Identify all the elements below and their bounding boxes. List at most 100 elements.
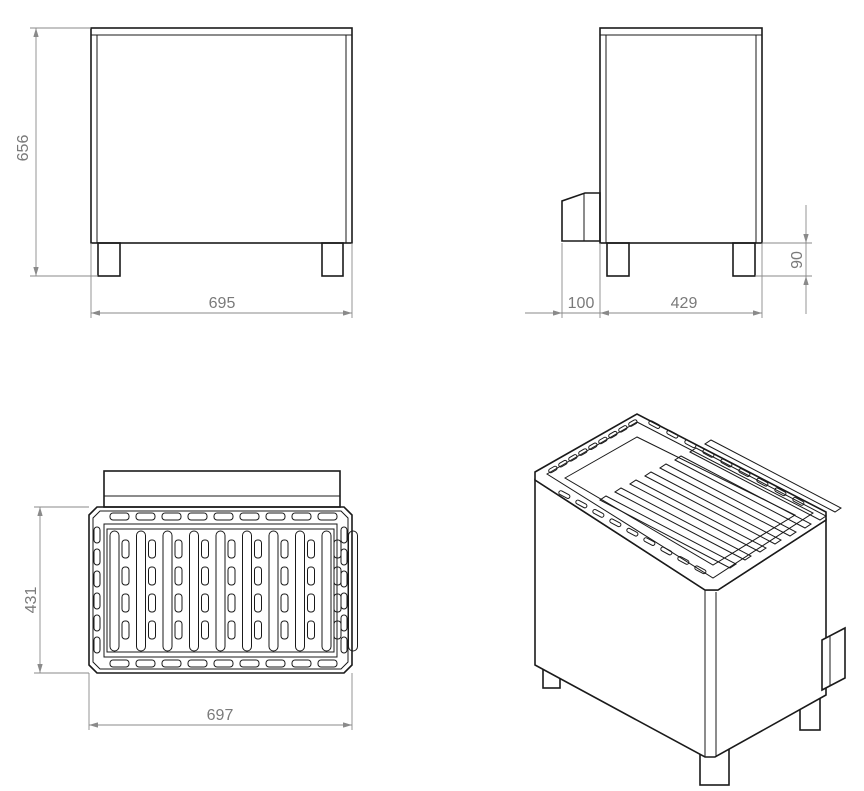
heating-element [215,530,226,652]
grill-slot [201,620,209,640]
grill-slot [333,593,342,613]
vent-slot [93,614,101,632]
grill-slot [307,539,315,559]
heating-element [629,479,767,553]
grill-slot [201,566,209,586]
vent-slot [265,659,286,668]
control-box [561,192,601,242]
vent-slot [340,526,348,544]
grill-slot [174,620,183,640]
vent-slot [558,490,571,499]
heating-element [109,530,120,652]
vent-slot [702,449,715,458]
vent-slot [666,429,679,439]
leg [732,242,756,277]
vent-slot [694,565,707,575]
vent-slot [109,512,130,521]
vent-slot [660,546,673,556]
grill-slot [280,593,289,613]
vent-slot [161,659,182,668]
vent-slot [578,448,588,456]
grill-slot [174,566,183,586]
grill-slot [280,539,289,559]
vent-slot [738,468,751,477]
heating-element [659,463,797,537]
vent-slot [575,499,588,509]
vent-slot [93,592,101,610]
side-view: 100 429 90 [525,27,812,318]
vent-slot [340,548,348,566]
grill-slot [227,593,236,613]
leg [606,242,630,277]
vent-slot [774,487,787,497]
vent-slot [239,659,260,668]
grill-slot [254,566,262,586]
grill-slot [148,539,156,559]
heating-element [162,530,173,652]
vent-slot [187,659,208,668]
heating-element [295,530,305,652]
vent-slot [340,592,348,610]
vent-slot [720,458,733,468]
grill-slot [333,539,342,559]
vent-slot [648,420,661,429]
top-view: 431 697 [23,470,358,730]
vent-slot [340,636,348,654]
dimension-depth-label: 429 [671,295,698,312]
heating-element [242,530,252,652]
heating-element [268,530,279,652]
grill-slot [307,593,315,613]
vent-slot [628,419,638,427]
vent-slot [239,512,260,521]
vent-slot [558,459,568,468]
dimension-top-width-label: 697 [207,707,234,724]
grill-slot [201,539,209,559]
vent-slot [93,570,101,588]
leg [97,242,121,277]
vent-slot [677,556,690,565]
vent-slot [291,512,312,521]
dimension-height-label: 656 [15,135,32,162]
heating-element [189,530,199,652]
dimension-width-label: 695 [209,295,236,312]
vent-slot [291,659,312,668]
vent-slot [609,518,622,528]
grill-slot [227,539,236,559]
grill-slot [280,620,289,640]
grill-slot [333,620,342,640]
heating-element [136,530,146,652]
grill-slot [280,566,289,586]
vent-slot [93,548,101,566]
vent-slot [135,659,156,668]
vent-slot [93,526,101,544]
leg [321,242,344,277]
vent-slot [187,512,208,521]
vent-slot [135,512,156,521]
heating-element [704,439,842,513]
heating-element [614,487,752,561]
vent-slot [598,436,608,445]
heating-element [348,530,358,652]
vent-slot [317,659,338,668]
grill-slot [148,593,156,613]
heating-element [644,471,782,545]
grill-slot [174,593,183,613]
grill-slot [121,566,130,586]
vent-slot [340,614,348,632]
isometric-view [534,413,846,786]
grill-slot [227,566,236,586]
vent-slot [626,527,639,537]
vent-slot [213,659,234,668]
grill-slot [307,566,315,586]
grill-slot [333,566,342,586]
vent-slot [592,509,605,518]
grill-slot [254,620,262,640]
front-view: 656 695 [15,27,353,318]
grill-slot [227,620,236,640]
vent-slot [340,570,348,588]
dimension-leg-label: 90 [789,251,806,269]
heating-element [599,495,737,569]
dimension-top-depth-label: 431 [23,587,40,614]
grill-slot [174,539,183,559]
